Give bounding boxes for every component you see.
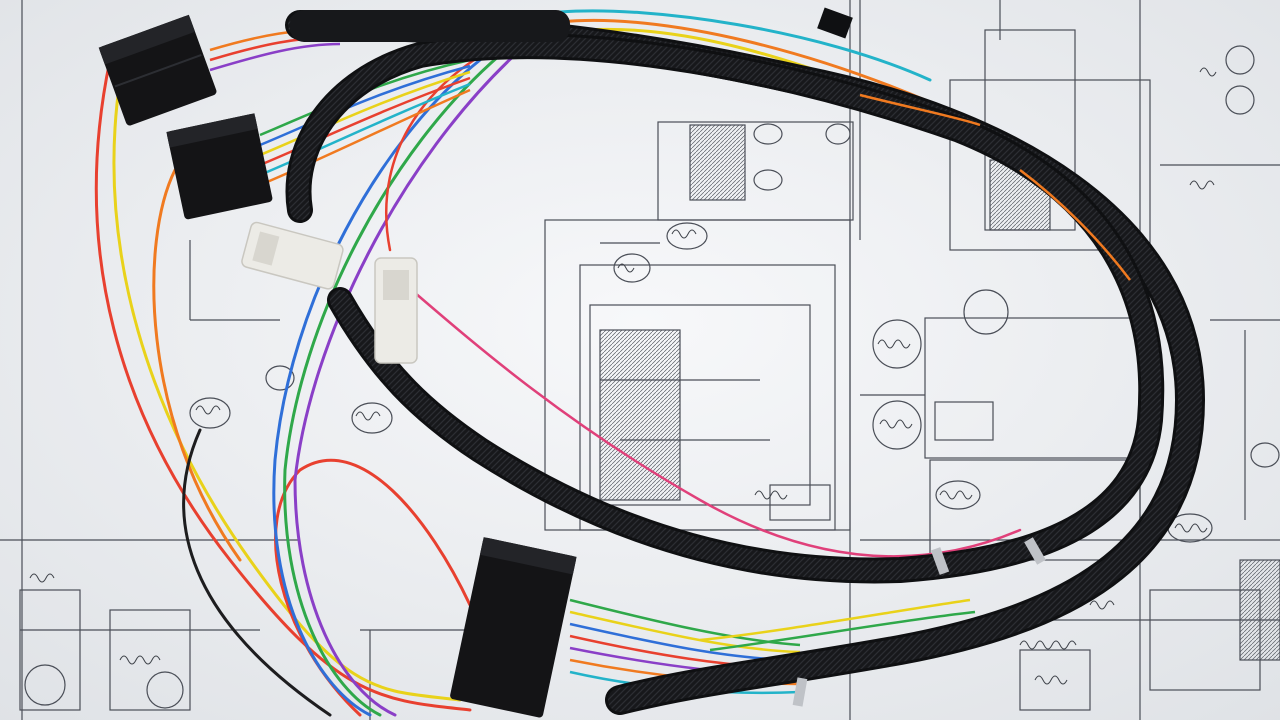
white-clips — [241, 221, 418, 364]
braided-sleeve — [285, 10, 1206, 715]
connector-bottom — [450, 537, 577, 718]
wire-green-loop — [283, 53, 502, 717]
clip-right — [374, 257, 418, 364]
loose-wires — [94, 9, 1022, 717]
wire-black-probe — [182, 428, 332, 717]
wire-purple-loop — [293, 48, 522, 717]
connector-top-left — [98, 14, 217, 126]
connectors — [98, 7, 853, 718]
cable-tie-top — [817, 7, 853, 39]
connector-middle-left — [166, 113, 273, 220]
wire-blue-loop — [272, 58, 482, 717]
sleeve-wires — [699, 93, 1131, 652]
wire-yellow — [112, 78, 462, 702]
clip-left — [241, 221, 344, 290]
sleeve-bands — [792, 537, 1046, 707]
annotation-scribbles — [29, 67, 1217, 685]
sleeve-end-cap-top — [290, 10, 570, 42]
wire-cyan-top — [558, 9, 932, 82]
wire-orange-left — [152, 168, 242, 562]
wire-red-outer — [94, 58, 472, 712]
